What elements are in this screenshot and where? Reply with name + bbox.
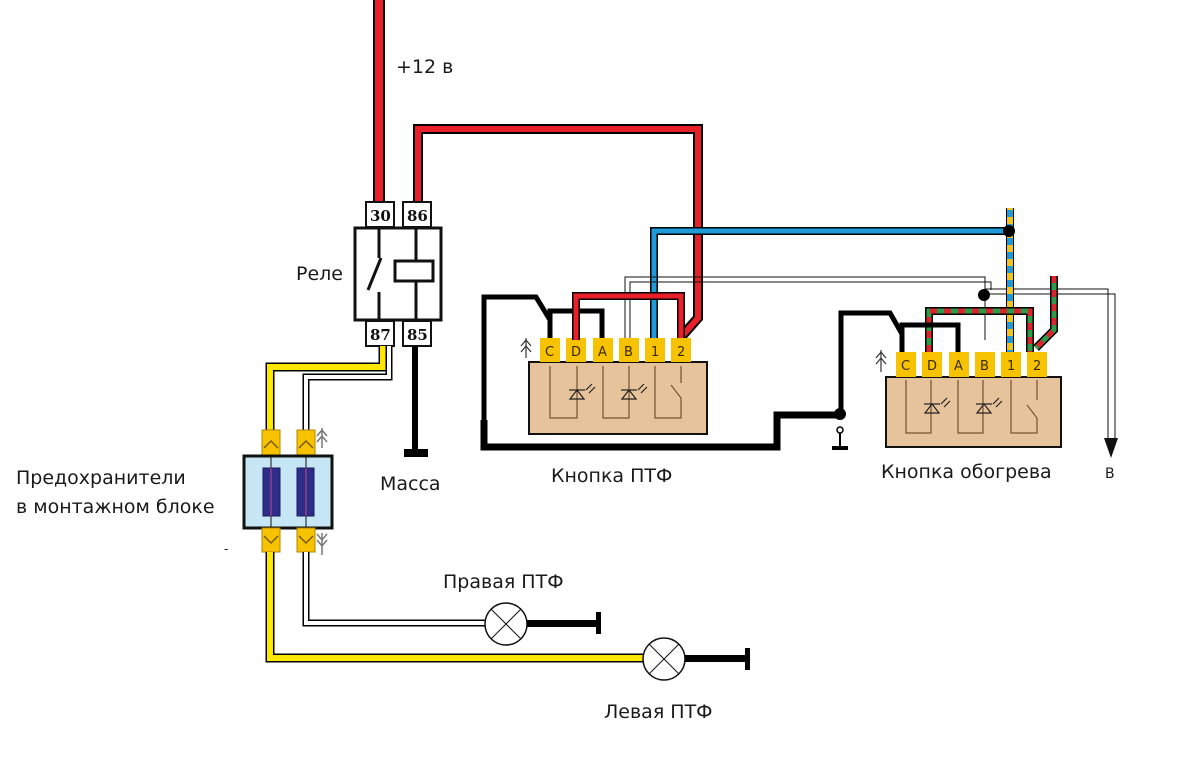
- fog-pin-2: [671, 338, 691, 362]
- fog-pin-B-label: B: [624, 345, 633, 360]
- wire-85-ground: [404, 346, 428, 457]
- relay-pin-85-label: 85: [407, 326, 428, 344]
- heat-pin-C: [896, 352, 916, 377]
- arrow-down-icon: [1104, 438, 1118, 458]
- wire-supply-12v: [373, 0, 385, 202]
- wire-86-to-button-pin2: [413, 124, 703, 340]
- heat-pin-C-label: C: [901, 359, 910, 374]
- junction-dot: [834, 408, 846, 420]
- heat-pin-1-label: 1: [1007, 359, 1015, 374]
- fog-button-body: [528, 361, 708, 435]
- wire-87-to-fuse-right: [302, 346, 393, 432]
- connector-up-icon: [316, 428, 328, 448]
- led-icon: [923, 397, 951, 414]
- relay-pin-86: [402, 201, 432, 228]
- relay-coil: [393, 259, 435, 283]
- junction-dot: [978, 289, 990, 301]
- fog-pin-B: [619, 338, 639, 362]
- heat-pin-A: [949, 352, 969, 377]
- fog-pin-A-label: A: [598, 345, 607, 360]
- fuses-dash: -: [224, 542, 228, 556]
- ground-symbol: [745, 648, 750, 670]
- supply-label: +12 в: [396, 56, 453, 78]
- fuse-connector-bottom-left: [261, 527, 281, 553]
- heat-pin-2: [1027, 352, 1047, 377]
- fog-button-label: Кнопка ПТФ: [551, 465, 672, 487]
- relay: 30 86 87 85: [353, 201, 443, 347]
- heat-pin-B: [975, 352, 995, 377]
- relay-pin-87-label: 87: [370, 326, 391, 344]
- wire-blue-yellow-heat-pin1: [1006, 208, 1014, 352]
- relay-switch-contact: [366, 257, 383, 291]
- fuse-connector-bottom-right: [296, 527, 316, 553]
- ground-symbol: [596, 612, 601, 634]
- heater-button-body: [885, 376, 1062, 448]
- arrow-out-label: В: [1105, 466, 1115, 482]
- wire-red-fog-D-to-2: [572, 292, 685, 340]
- ground-symbol: [832, 446, 848, 450]
- heat-pin-1: [1001, 352, 1021, 377]
- relay-pin-30: [365, 201, 395, 228]
- heater-button-label: Кнопка обогрева: [881, 461, 1052, 483]
- fuses-label-line1: Предохранители: [16, 467, 186, 489]
- fog-pin-D: [566, 338, 586, 362]
- ground-label: Масса: [380, 473, 441, 495]
- heater-button[interactable]: C D A B 1 2: [875, 350, 1062, 448]
- left-lamp-label: Левая ПТФ: [604, 701, 713, 723]
- heat-pin-2-label: 2: [1033, 359, 1041, 374]
- right-fog-lamp: [484, 602, 601, 646]
- relay-pin-87: [365, 320, 395, 347]
- fuses-label-line2: в монтажном блоке: [16, 496, 215, 518]
- junction-dot: [1003, 225, 1015, 237]
- connector-up-icon: [520, 338, 532, 358]
- fuse-block: [242, 428, 334, 555]
- fuse-block-body: [242, 454, 334, 530]
- connector-up-icon: [875, 350, 887, 372]
- relay-pin-30-label: 30: [370, 207, 391, 225]
- heat-pin-D-label: D: [927, 359, 937, 374]
- connector-down-icon: [316, 533, 328, 555]
- wire-fuse-to-right-lamp: [302, 552, 486, 627]
- fog-pin-C-label: C: [545, 345, 554, 360]
- heat-pin-A-label: A: [954, 359, 963, 374]
- led-icon: [620, 383, 648, 400]
- heat-pin-B-label: B: [980, 359, 989, 374]
- fog-light-button[interactable]: C D A B 1 2: [520, 338, 708, 435]
- fog-pin-1-label: 1: [651, 345, 659, 360]
- fog-pin-A: [593, 338, 613, 362]
- led-icon: [975, 397, 1003, 414]
- fuse-connector-top-left: [261, 429, 281, 457]
- wire-blue-fog-pin1: [650, 227, 1009, 340]
- heat-pin-D: [922, 352, 942, 377]
- right-lamp-label: Правая ПТФ: [443, 571, 564, 593]
- fuse-connector-top-right: [296, 429, 316, 457]
- relay-label: Реле: [296, 263, 343, 285]
- fog-pin-1: [645, 338, 665, 362]
- wire-fuse-to-left-lamp: [265, 552, 644, 663]
- led-icon: [568, 383, 596, 400]
- ground-symbol: [404, 449, 428, 457]
- wire-black-ground-loop: [480, 294, 961, 451]
- wire-red-green-heat: [925, 276, 1058, 352]
- wire-87-to-fuse-left: [265, 346, 388, 432]
- ground-point-icon: [836, 426, 844, 434]
- fog-pin-D-label: D: [571, 345, 581, 360]
- fog-pin-2-label: 2: [677, 345, 685, 360]
- relay-pin-86-label: 86: [407, 207, 428, 225]
- fog-pin-C: [540, 338, 560, 362]
- left-fog-lamp: [642, 637, 750, 681]
